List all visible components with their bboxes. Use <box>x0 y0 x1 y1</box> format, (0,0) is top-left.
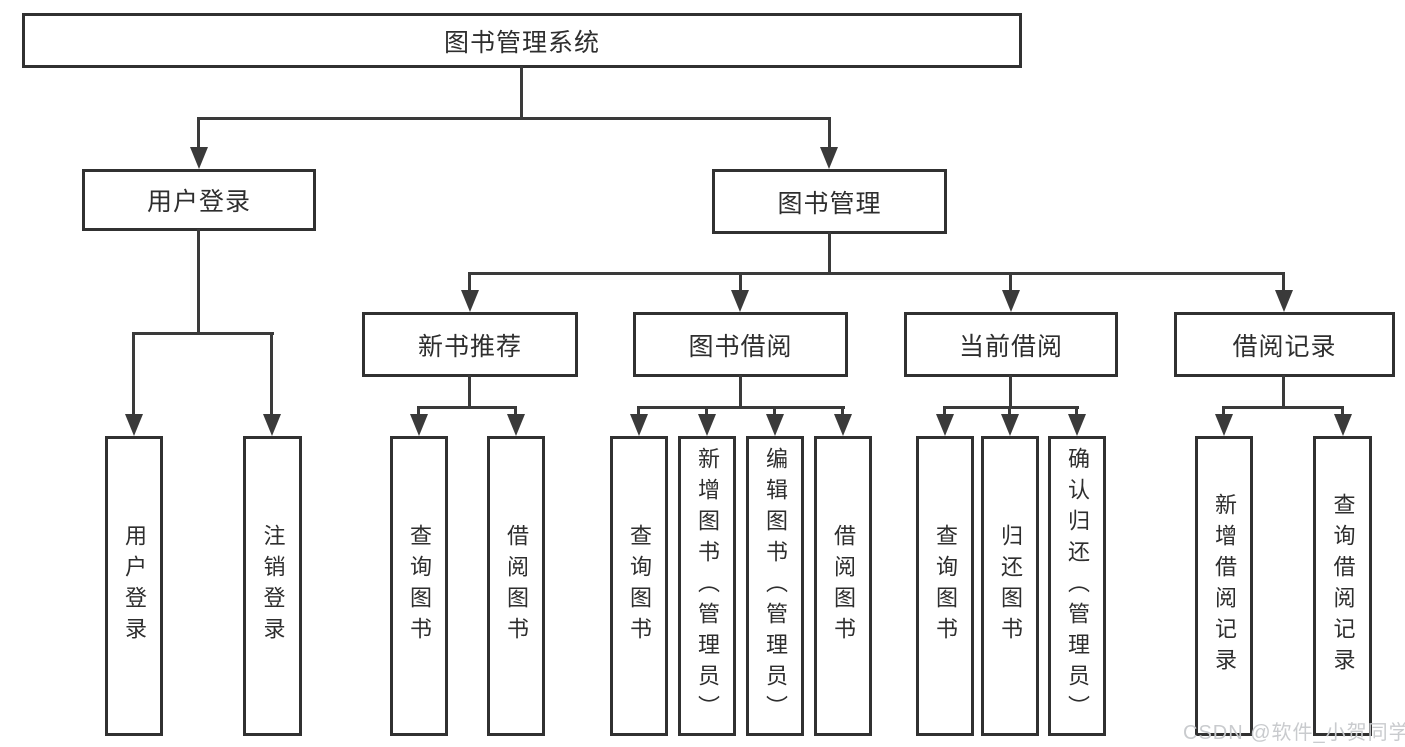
leaf-borrow-books-recommend: 借阅图书 <box>487 436 545 736</box>
connector-book-management-stem <box>828 232 831 275</box>
leaf-query-borrow-record: 查询借阅记录 <box>1313 436 1372 736</box>
leaf-confirm-return-admin: 确认归还（管理员） <box>1048 436 1106 736</box>
connector-book-borrowing-bus <box>637 406 845 409</box>
connector-drop-borrow-book <box>841 406 844 417</box>
leaf-query-books-current-label: 查询图书 <box>933 524 958 648</box>
node-book-borrowing: 图书借阅 <box>633 312 848 377</box>
connector-current-borrowing-stem <box>1009 375 1012 408</box>
leaf-logout-label: 注销登录 <box>260 524 286 648</box>
connector-user-login-stem <box>197 229 200 334</box>
arrowhead-add-book <box>698 414 716 436</box>
connector-book-borrowing-stem <box>739 375 742 408</box>
leaf-borrow-books-borrowing-label: 借阅图书 <box>831 524 856 648</box>
arrowhead-borrow-book <box>834 414 852 436</box>
connector-drop-book-borrowing <box>739 272 742 295</box>
node-book-management: 图书管理 <box>712 169 947 234</box>
arrowhead-leaf-user-login <box>125 414 143 436</box>
leaf-borrow-books-borrowing: 借阅图书 <box>814 436 872 736</box>
connector-root-stem <box>520 66 523 120</box>
connector-borrowing-records-stem <box>1282 375 1285 408</box>
arrowhead-return-books <box>1001 414 1019 436</box>
leaf-edit-book-admin: 编辑图书（管理员） <box>746 436 804 736</box>
leaf-query-books-recommend: 查询图书 <box>390 436 448 736</box>
connector-drop-confirm-return <box>1075 406 1078 417</box>
leaf-confirm-return-admin-label: 确认归还（管理员） <box>1065 446 1090 726</box>
leaf-query-books-current: 查询图书 <box>916 436 974 736</box>
leaf-user-login-label: 用户登录 <box>122 524 147 648</box>
arrowhead-borrow-recommend <box>507 414 525 436</box>
arrowhead-query-current <box>936 414 954 436</box>
connector-drop-add-record <box>1222 406 1225 417</box>
arrowhead-current-borrowing <box>1002 290 1020 312</box>
node-new-book-recommend-label: 新书推荐 <box>417 332 522 361</box>
connector-drop-book-management <box>828 117 831 151</box>
node-borrowing-records: 借阅记录 <box>1174 312 1395 377</box>
leaf-logout: 注销登录 <box>243 436 302 736</box>
arrowhead-confirm-return <box>1068 414 1086 436</box>
leaf-query-books-borrowing-label: 查询图书 <box>627 524 652 648</box>
leaf-add-borrow-record-label: 新增借阅记录 <box>1212 493 1237 679</box>
connector-drop-current-borrowing <box>1009 272 1012 295</box>
leaf-borrow-books-recommend-label: 借阅图书 <box>504 524 529 648</box>
arrowhead-query-borrowing <box>630 414 648 436</box>
leaf-user-login: 用户登录 <box>105 436 163 736</box>
arrowhead-add-record <box>1215 414 1233 436</box>
connector-drop-borrow-recommend <box>514 406 517 417</box>
node-library-system-label: 图书管理系统 <box>443 28 600 57</box>
connector-drop-query-current <box>943 406 946 417</box>
node-current-borrowing-label: 当前借阅 <box>958 332 1063 361</box>
node-new-book-recommend: 新书推荐 <box>362 312 578 377</box>
arrowhead-book-management <box>820 147 838 169</box>
connector-borrowing-records-bus <box>1222 406 1344 409</box>
arrowhead-query-record <box>1334 414 1352 436</box>
leaf-add-borrow-record: 新增借阅记录 <box>1195 436 1253 736</box>
arrowhead-book-borrowing <box>731 290 749 312</box>
leaf-query-borrow-record-label: 查询借阅记录 <box>1330 493 1356 679</box>
arrowhead-borrowing-records <box>1275 290 1293 312</box>
leaf-query-books-borrowing: 查询图书 <box>610 436 668 736</box>
arrowhead-query-recommend <box>410 414 428 436</box>
connector-new-book-bus <box>417 406 517 409</box>
arrowhead-new-book <box>461 290 479 312</box>
node-library-system: 图书管理系统 <box>22 13 1022 68</box>
connector-level2-bus <box>197 117 831 120</box>
arrowhead-edit-book <box>766 414 784 436</box>
leaf-return-books-label: 归还图书 <box>998 524 1023 648</box>
connector-drop-user-login <box>197 117 200 151</box>
leaf-add-book-admin: 新增图书（管理员） <box>678 436 736 736</box>
connector-level3-bus <box>468 272 1285 275</box>
connector-drop-leaf-user-login <box>132 332 135 417</box>
node-book-borrowing-label: 图书借阅 <box>688 332 793 361</box>
node-current-borrowing: 当前借阅 <box>904 312 1118 377</box>
connector-drop-new-book <box>468 272 471 295</box>
connector-drop-add-book <box>705 406 708 417</box>
leaf-return-books: 归还图书 <box>981 436 1039 736</box>
connector-drop-edit-book <box>773 406 776 417</box>
connector-current-borrowing-bus <box>943 406 1079 409</box>
node-user-login-label: 用户登录 <box>146 188 251 216</box>
connector-drop-query-borrowing <box>637 406 640 417</box>
connector-new-book-stem <box>468 375 471 408</box>
leaf-query-books-recommend-label: 查询图书 <box>407 524 432 648</box>
node-user-login: 用户登录 <box>82 169 316 231</box>
connector-drop-return-books <box>1008 406 1011 417</box>
connector-drop-query-record <box>1341 406 1344 417</box>
leaf-add-book-admin-label: 新增图书（管理员） <box>695 446 720 726</box>
connector-drop-leaf-logout <box>270 332 273 417</box>
node-book-management-label: 图书管理 <box>777 189 882 218</box>
connector-user-login-bus <box>132 332 274 335</box>
watermark: CSDN @软件_小贺同学 <box>1183 722 1405 744</box>
connector-drop-query-recommend <box>417 406 420 417</box>
leaf-edit-book-admin-label: 编辑图书（管理员） <box>763 446 788 726</box>
arrowhead-user-login <box>190 147 208 169</box>
connector-drop-borrowing-records <box>1282 272 1285 295</box>
node-borrowing-records-label: 借阅记录 <box>1232 332 1337 361</box>
arrowhead-leaf-logout <box>263 414 281 436</box>
